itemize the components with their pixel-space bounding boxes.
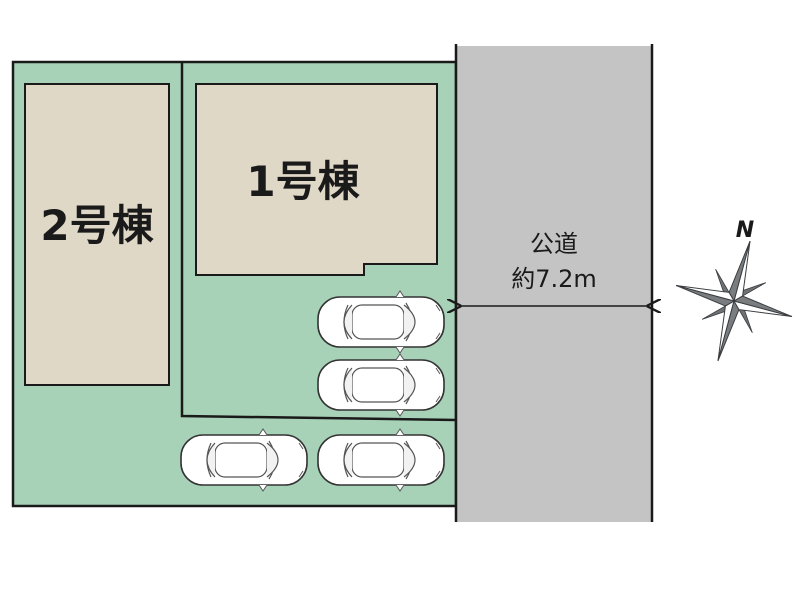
road-width-label: 約7.2m: [511, 265, 597, 293]
road-label: 公道: [530, 230, 578, 258]
parking-car-2: [317, 353, 445, 417]
public-road: [456, 46, 652, 522]
parking-car-1: [317, 290, 445, 354]
building-1-footprint: [195, 83, 438, 276]
parking-car-4: [317, 428, 445, 492]
lot-divider: [180, 62, 457, 422]
building-1-label: 1号棟: [246, 157, 360, 206]
building-2-footprint: [24, 83, 170, 386]
building-2-label: 2号棟: [40, 201, 154, 250]
parking-car-3: [180, 428, 308, 492]
north-label: N: [736, 218, 754, 243]
north-compass-icon: [675, 240, 793, 362]
